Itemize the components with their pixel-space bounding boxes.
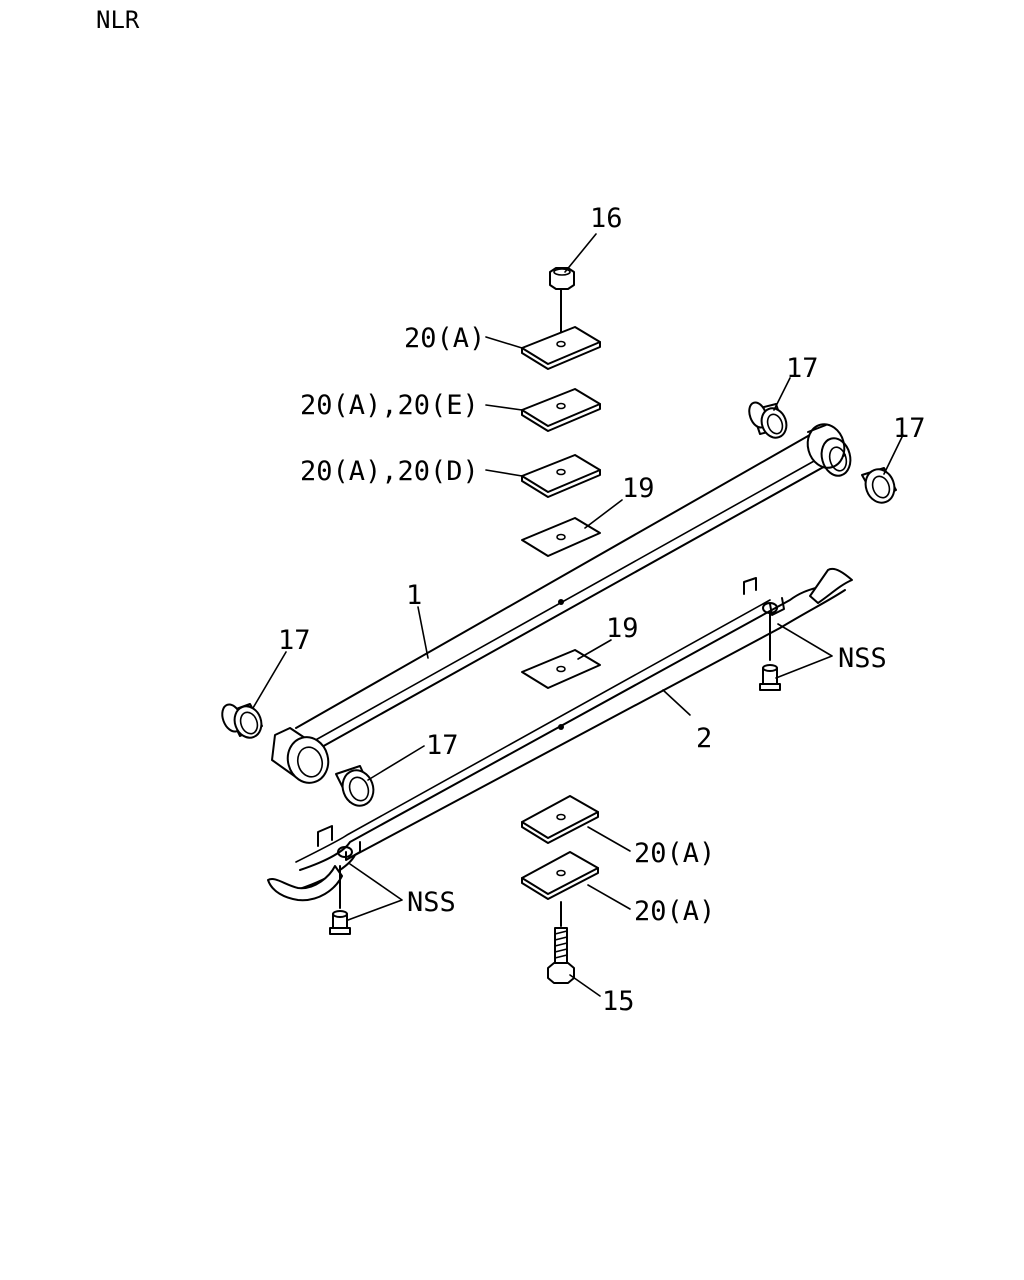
plate-top [521, 326, 601, 370]
nut [549, 267, 575, 339]
model-code: NLR [96, 6, 140, 34]
callout-20a-bottom-a: 20(A) [634, 838, 715, 869]
plate-ae [521, 388, 601, 432]
nss-bolt-right [759, 611, 781, 691]
plate-bottom-b [521, 851, 599, 900]
leaf-spring-main [271, 423, 852, 784]
callout-2: 2 [696, 723, 712, 754]
leaf-spring-helper [267, 568, 853, 902]
plate-ad [521, 454, 601, 498]
callout-20a-20d: 20(A),20(D) [300, 456, 479, 487]
callout-17-upper-right-a: 17 [786, 353, 819, 384]
callout-16: 16 [590, 203, 623, 234]
callout-labels: 16 20(A) 20(A),20(E) 20(A),20(D) 19 19 1… [278, 203, 926, 1017]
callout-17-left: 17 [278, 625, 311, 656]
bushing-left [221, 703, 263, 739]
callout-19-middle: 19 [606, 613, 639, 644]
callout-nss-right: NSS [838, 643, 887, 674]
plate-bottom-a [521, 795, 599, 844]
bushing-upper-right-b [861, 467, 897, 504]
pad-middle [521, 649, 601, 689]
bushing-lower-middle [335, 765, 375, 807]
callout-nss-left: NSS [407, 887, 456, 918]
callout-20a-20e: 20(A),20(E) [300, 390, 479, 421]
leader-lines [252, 233, 904, 997]
callout-20a-top: 20(A) [404, 323, 485, 354]
nss-bolt-left [329, 865, 351, 935]
callout-1: 1 [406, 580, 422, 611]
callout-17-upper-right-b: 17 [893, 413, 926, 444]
callout-20a-bottom-b: 20(A) [634, 896, 715, 927]
u-bolt [547, 901, 575, 984]
bushing-upper-right-a [748, 401, 788, 439]
callout-17-lower-middle: 17 [426, 730, 459, 761]
pad-upper [521, 517, 601, 557]
callout-15: 15 [602, 986, 635, 1017]
callout-19-upper: 19 [622, 473, 655, 504]
